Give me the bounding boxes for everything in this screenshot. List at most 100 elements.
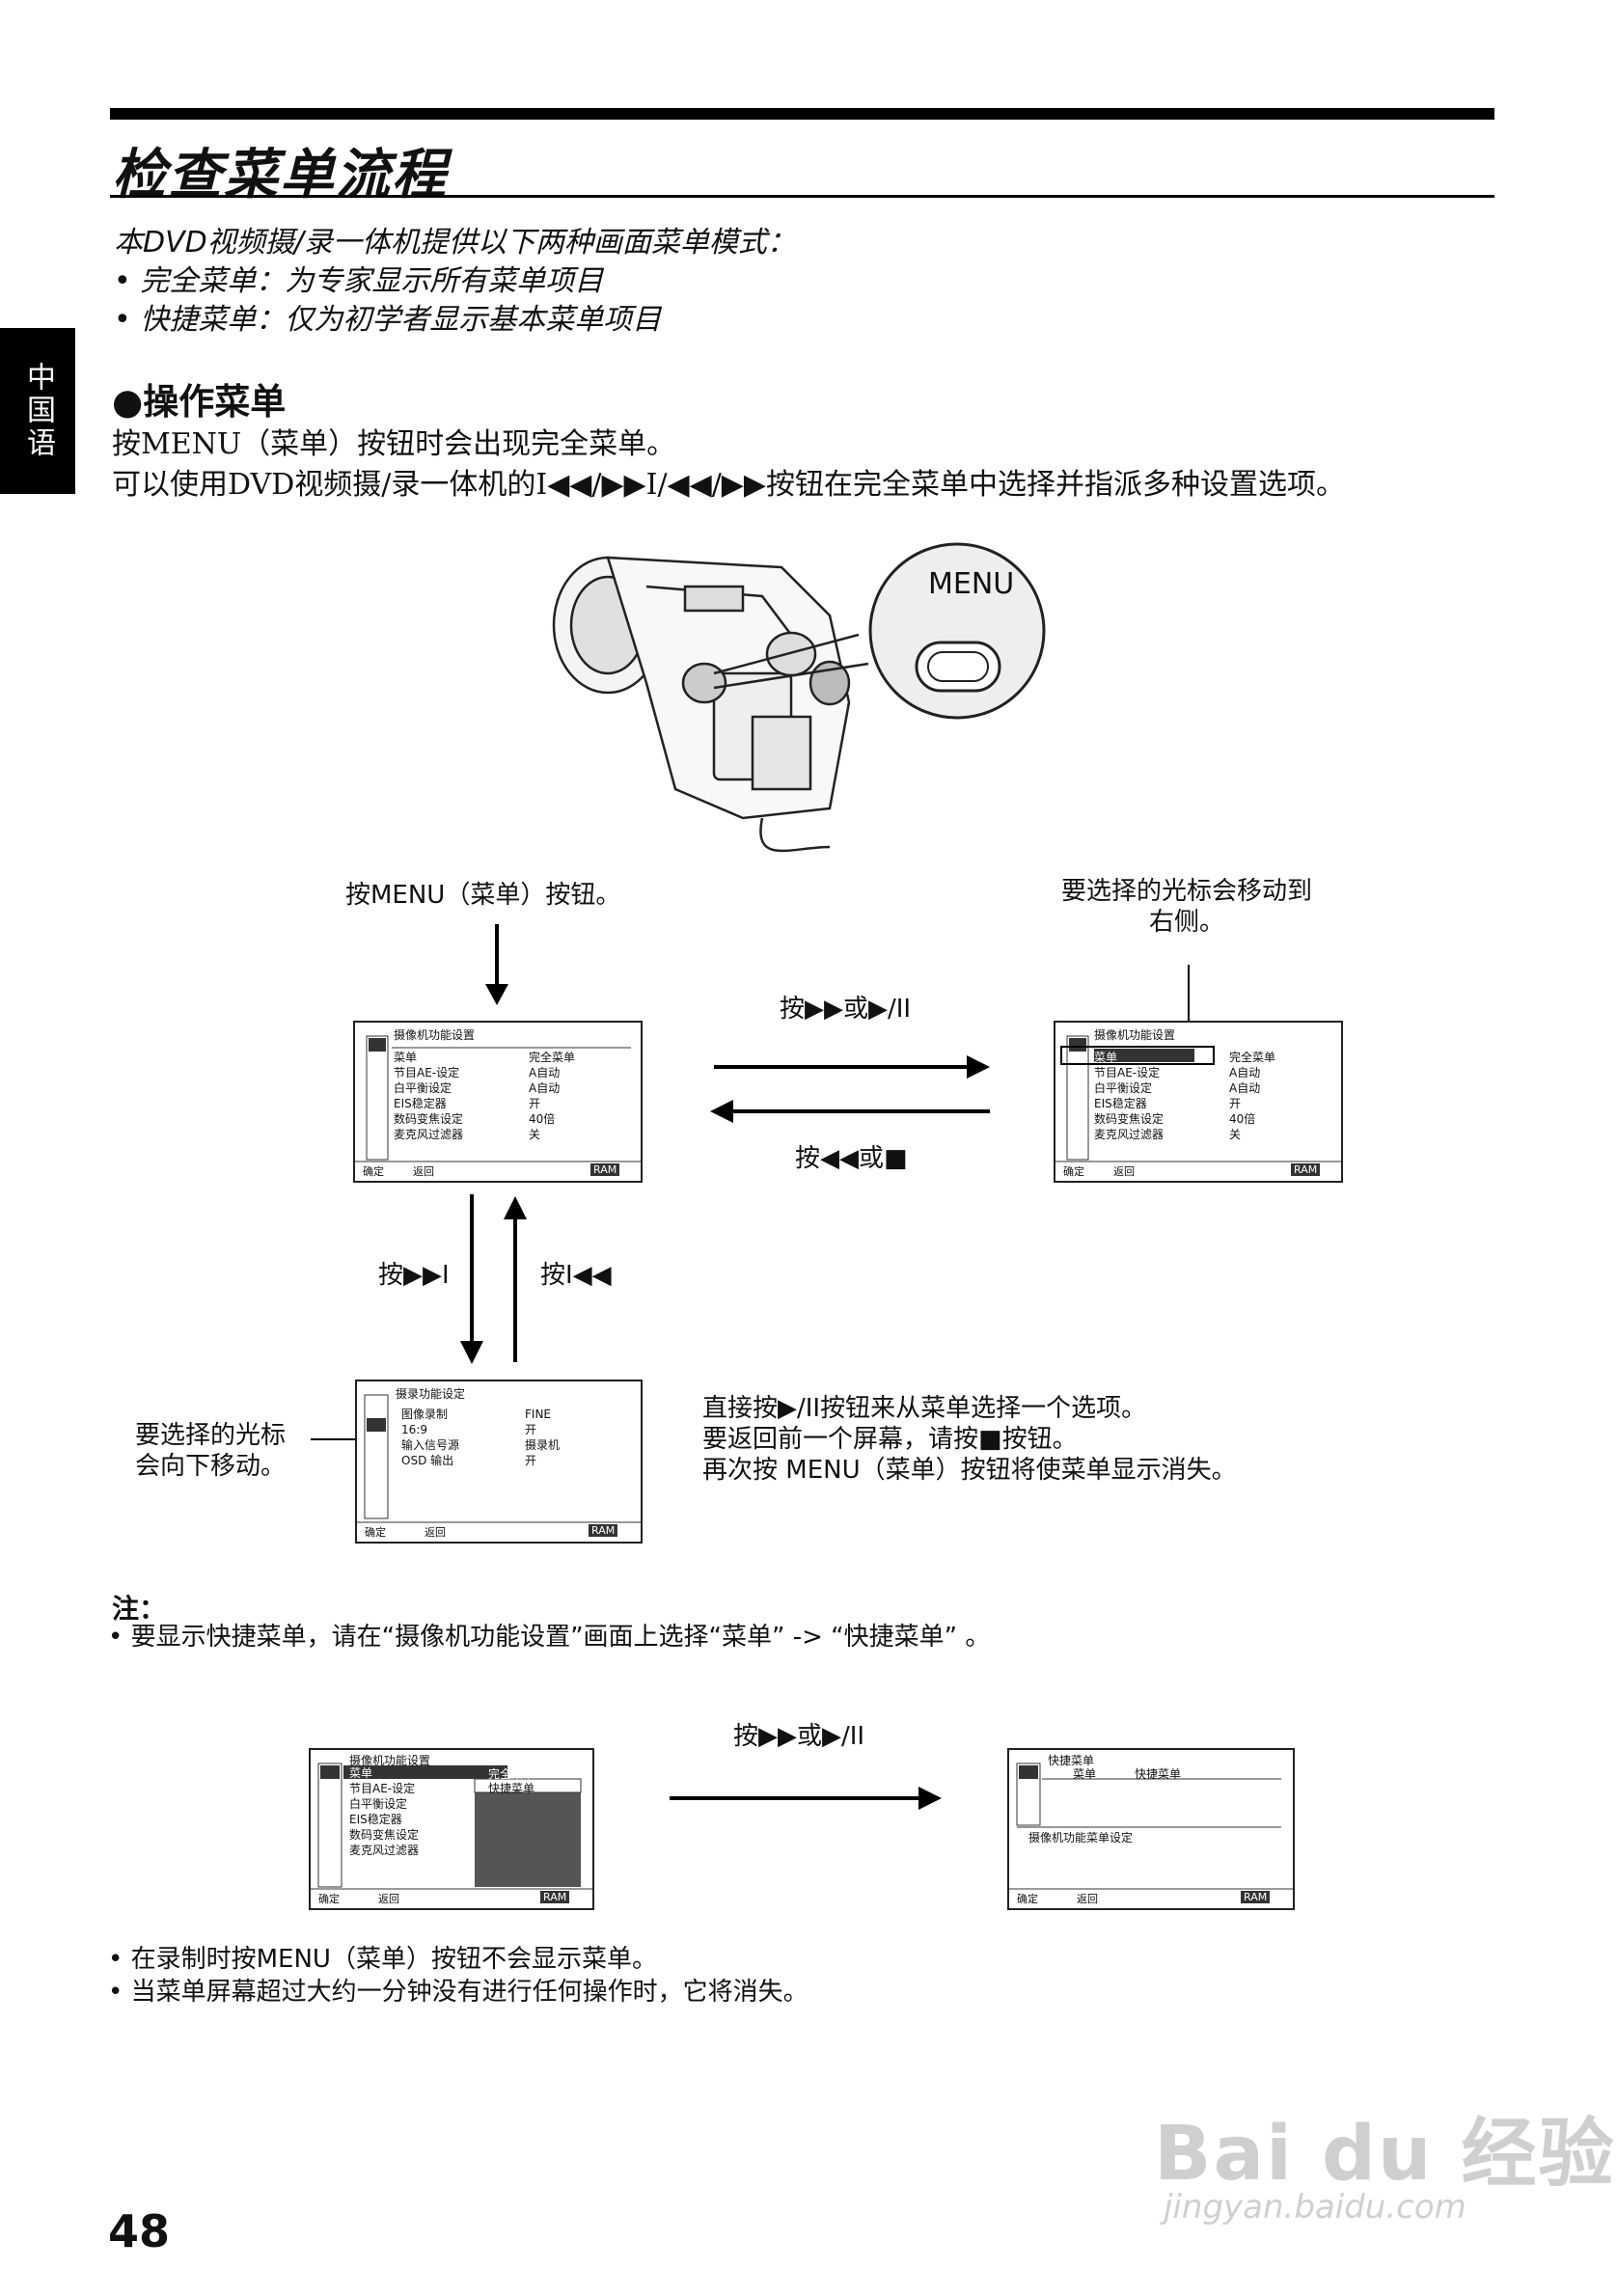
row-label: 白平衡设定 bbox=[349, 1797, 408, 1811]
header-rule-thin bbox=[110, 195, 1494, 198]
screen2-footer: 确定 返回 bbox=[1063, 1163, 1135, 1179]
label-cursor-down: 要选择的光标 会向下移动。 bbox=[135, 1420, 286, 1482]
note-recording: • 在录制时按MENU（菜单）按钮不会显示菜单。 bbox=[108, 1945, 657, 1974]
intro-block: 本DVD视频摄/录一体机提供以下两种画面菜单模式： • 完全菜单：为专家显示所有… bbox=[114, 224, 796, 340]
label-press-prev: 按I◀◀ bbox=[540, 1261, 612, 1290]
row-value: 完全菜单 bbox=[1229, 1051, 1276, 1064]
screen4-rows: 菜单 节目AE-设定 白平衡设定 EIS稳定器 数码变焦设定 麦克风过滤器 bbox=[349, 1765, 419, 1858]
menu-tab-icons bbox=[355, 1035, 641, 1162]
label-cursor-down-line2: 会向下移动。 bbox=[135, 1452, 287, 1481]
section-paragraph: 按MENU（菜单）按钮时会出现完全菜单。 可以使用DVD视频摄/录一体机的I◀◀… bbox=[112, 424, 1345, 506]
footer-ram-badge: RAM bbox=[589, 1524, 618, 1537]
label-cursor-right: 要选择的光标会移动到 右侧。 bbox=[1042, 876, 1331, 938]
footer-ram-badge: RAM bbox=[540, 1891, 570, 1903]
screen-quick-menu: 快捷菜单 菜单 快捷菜单 摄像机功能菜单设定 确定 返回 RAM bbox=[1007, 1748, 1295, 1910]
label-press-rew-stop: 按◀◀或■ bbox=[795, 1144, 908, 1173]
row-label: 节目AE-设定 bbox=[1094, 1066, 1161, 1080]
label-press-next: 按▶▶I bbox=[378, 1261, 450, 1290]
row-label: 菜单 bbox=[1094, 1051, 1118, 1064]
row-value: 40倍 bbox=[1229, 1112, 1256, 1126]
row-value: 开 bbox=[1229, 1097, 1242, 1110]
row-value: A自动 bbox=[529, 1066, 561, 1080]
screen1-title: 摄像机功能设置 bbox=[394, 1028, 476, 1042]
para-line-2: 可以使用DVD视频摄/录一体机的I◀◀/▶▶I/◀◀/▶▶按钮在完全菜单中选择并… bbox=[112, 468, 1345, 502]
footer-ram-badge: RAM bbox=[1241, 1891, 1271, 1903]
screen2-title: 摄像机功能设置 bbox=[1094, 1028, 1176, 1042]
instructions-block: 直接按▶/II按钮来从菜单选择一个选项。 要返回前一个屏幕，请按■按钮。 再次按… bbox=[702, 1393, 1237, 1486]
footer-enter: 确定 bbox=[1017, 1893, 1038, 1905]
footer-ram-badge: RAM bbox=[1291, 1163, 1321, 1176]
row-label: EIS稳定器 bbox=[349, 1813, 402, 1826]
label-press-ff-play-2: 按▶▶或▶/II bbox=[733, 1722, 865, 1751]
intro-line: 本DVD视频摄/录一体机提供以下两种画面菜单模式： bbox=[114, 226, 796, 260]
menu-tab-icons bbox=[311, 1763, 592, 1890]
row-label: EIS稳定器 bbox=[1094, 1097, 1147, 1110]
row-label: 麦克风过滤器 bbox=[1094, 1128, 1165, 1141]
watermark-brand: Bai du 经验 bbox=[1154, 2111, 1616, 2198]
row-value: 开 bbox=[529, 1097, 541, 1110]
instruction-return: 要返回前一个屏幕，请按■按钮。 bbox=[702, 1425, 1078, 1454]
row-label: 白平衡设定 bbox=[1094, 1081, 1153, 1095]
menu-tab-icons bbox=[1009, 1763, 1293, 1890]
row-label: 节目AE-设定 bbox=[394, 1066, 460, 1080]
footer-enter: 确定 bbox=[363, 1165, 384, 1178]
row-value: FINE bbox=[525, 1408, 551, 1421]
quick-help-text: 摄像机功能菜单设定 bbox=[1028, 1831, 1134, 1845]
footer-return: 返回 bbox=[1113, 1165, 1135, 1178]
row-label: 16:9 bbox=[401, 1423, 427, 1436]
header-rule-thick bbox=[110, 108, 1494, 120]
row-value: A自动 bbox=[529, 1081, 561, 1095]
footer-return: 返回 bbox=[413, 1165, 434, 1178]
row-value: 摄录机 bbox=[525, 1438, 561, 1452]
row-label: EIS稳定器 bbox=[394, 1097, 447, 1110]
language-side-tab: 中国语 bbox=[0, 328, 75, 494]
row-label: 麦克风过滤器 bbox=[349, 1844, 420, 1857]
label-cursor-right-line1: 要选择的光标会移动到 bbox=[1060, 877, 1312, 906]
screen3-title: 摄录功能设定 bbox=[396, 1387, 466, 1401]
row-label: 菜单 bbox=[349, 1766, 373, 1780]
row-label: 菜单 bbox=[1073, 1767, 1097, 1781]
footer-enter: 确定 bbox=[1063, 1165, 1084, 1178]
footer-return: 返回 bbox=[378, 1893, 399, 1905]
instruction-select: 直接按▶/II按钮来从菜单选择一个选项。 bbox=[702, 1394, 1147, 1423]
watermark-url: jingyan.baidu.com bbox=[1164, 2188, 1466, 2227]
row-label: OSD 输出 bbox=[401, 1454, 454, 1467]
menu-tab-icons bbox=[1055, 1035, 1341, 1162]
note-timeout: • 当菜单屏幕超过大约一分钟没有进行任何操作时，它将消失。 bbox=[108, 1978, 808, 2007]
row-label: 节目AE-设定 bbox=[349, 1782, 416, 1795]
row-label: 菜单 bbox=[394, 1051, 418, 1064]
instruction-close: 再次按 MENU（菜单）按钮将使菜单显示消失。 bbox=[702, 1456, 1237, 1485]
row-label: 图像录制 bbox=[401, 1408, 449, 1421]
camcorder-illustration: MENU bbox=[540, 529, 1061, 857]
para-line-1: 按MENU（菜单）按钮时会出现完全菜单。 bbox=[112, 427, 676, 461]
screen5-footer: 确定 返回 bbox=[1017, 1891, 1098, 1906]
row-value: 开 bbox=[525, 1454, 537, 1467]
quick-row: 菜单 快捷菜单 bbox=[1073, 1765, 1181, 1782]
row-label: 数码变焦设定 bbox=[349, 1828, 420, 1842]
label-press-ff-play: 按▶▶或▶/II bbox=[780, 995, 912, 1024]
popup-quick-menu: 快捷菜单 bbox=[488, 1782, 535, 1795]
page-number: 48 bbox=[108, 2205, 171, 2257]
row-value: A自动 bbox=[1229, 1081, 1261, 1095]
row-label: 白平衡设定 bbox=[394, 1081, 452, 1095]
footer-enter: 确定 bbox=[318, 1893, 340, 1905]
arrow-head-down-menu bbox=[485, 984, 508, 1005]
screen5-title: 快捷菜单 bbox=[1048, 1754, 1095, 1767]
screen3-footer: 确定 返回 bbox=[365, 1524, 446, 1540]
popup-full-menu: 完全菜单 bbox=[488, 1767, 535, 1781]
row-label: 麦克风过滤器 bbox=[394, 1128, 464, 1141]
footer-return: 返回 bbox=[425, 1526, 446, 1539]
screen4-title: 摄像机功能设置 bbox=[349, 1754, 431, 1767]
row-label: 数码变焦设定 bbox=[1094, 1112, 1165, 1126]
row-value: 关 bbox=[1229, 1128, 1242, 1141]
row-value: 关 bbox=[529, 1128, 541, 1141]
camcorder-icon bbox=[552, 542, 1046, 853]
row-value: 完全菜单 bbox=[529, 1051, 576, 1064]
screen-camera-setup-popup: 摄像机功能设置 菜单 节目AE-设定 白平衡设定 EIS稳定器 数码变焦设定 麦… bbox=[309, 1748, 594, 1910]
